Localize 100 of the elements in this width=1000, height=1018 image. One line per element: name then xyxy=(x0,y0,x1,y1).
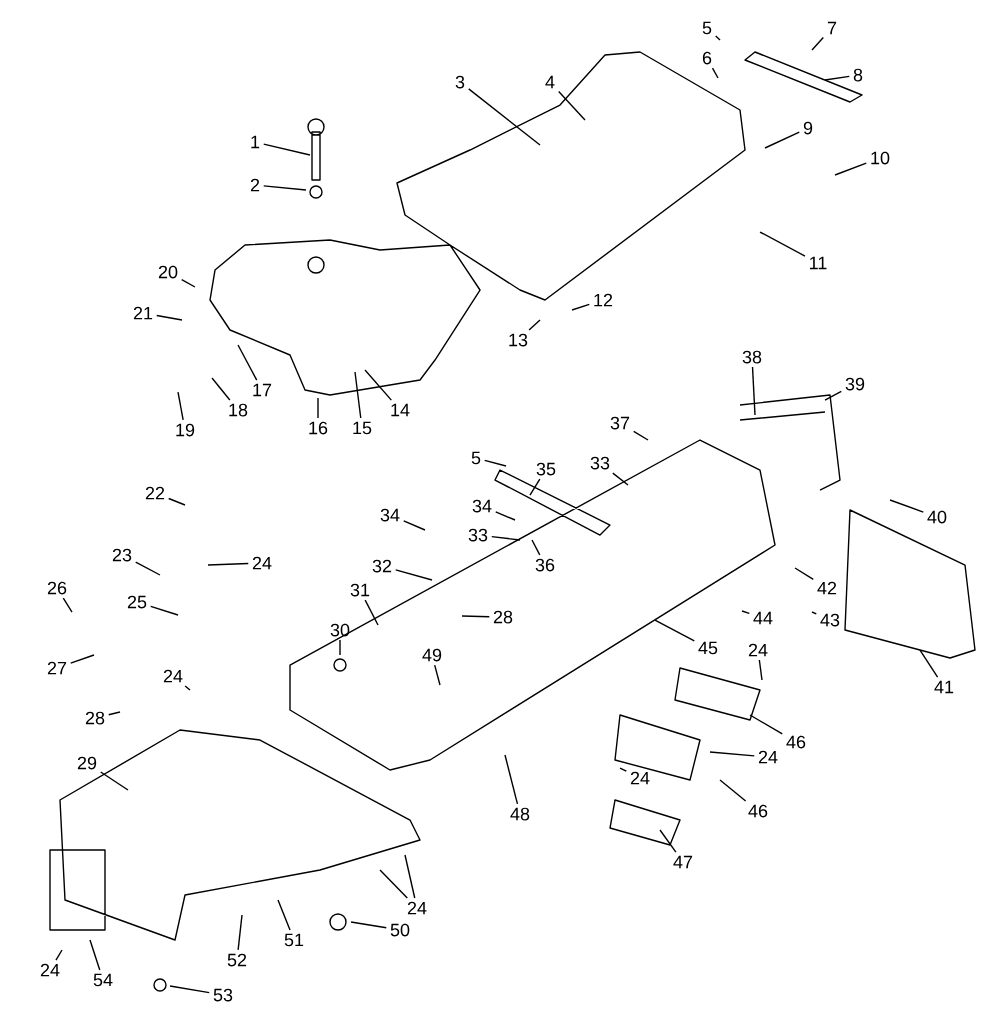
leader-line xyxy=(834,162,867,176)
callout-number: 5 xyxy=(702,21,712,35)
callout-number: 20 xyxy=(158,265,178,279)
callout-number: 38 xyxy=(742,350,762,364)
leader-line xyxy=(919,649,939,678)
callout-number: 43 xyxy=(820,613,840,627)
callout-number: 44 xyxy=(753,611,773,625)
leader-line xyxy=(751,366,756,416)
callout-number: 45 xyxy=(698,641,718,655)
leader-line xyxy=(211,377,231,401)
leader-line xyxy=(207,562,249,566)
callout-number: 34 xyxy=(380,508,400,522)
callout-number: 53 xyxy=(213,988,233,1002)
callout-number: 47 xyxy=(673,855,693,869)
leader-line xyxy=(558,90,586,121)
callout-number: 12 xyxy=(594,293,613,307)
leader-line xyxy=(70,654,95,664)
callout-number: 46 xyxy=(786,735,806,749)
callout-number: 54 xyxy=(93,973,113,987)
callout-number: 25 xyxy=(127,595,147,609)
callout-number: 33 xyxy=(468,528,488,542)
leader-line xyxy=(824,75,850,81)
callout-number: 23 xyxy=(112,548,132,562)
callout-number: 24 xyxy=(40,963,60,977)
callout-number: 1 xyxy=(251,135,260,149)
callout-number: 4 xyxy=(545,75,555,89)
callout-number: 5 xyxy=(471,451,481,465)
leader-line xyxy=(633,430,649,441)
leader-line xyxy=(709,751,755,757)
callout-number: 33 xyxy=(590,456,610,470)
leader-line xyxy=(741,610,750,615)
leader-line xyxy=(403,520,426,531)
leader-line xyxy=(177,391,184,421)
callout-number: 2 xyxy=(250,178,260,192)
callout-number: 19 xyxy=(176,423,195,437)
leader-line xyxy=(711,67,719,79)
callout-number: 24 xyxy=(163,669,183,683)
leader-line xyxy=(468,88,541,146)
leader-line xyxy=(794,567,814,581)
callout-number: 24 xyxy=(630,771,650,785)
leader-line xyxy=(168,497,186,506)
leader-line xyxy=(364,369,393,401)
leader-line xyxy=(571,303,590,311)
leader-line xyxy=(108,711,121,716)
callout-number: 49 xyxy=(422,648,442,662)
callout-number: 39 xyxy=(845,377,865,391)
callout-number: 6 xyxy=(702,51,712,65)
callout-number: 32 xyxy=(372,559,392,573)
callout-number: 18 xyxy=(229,403,248,417)
callout-number: 40 xyxy=(927,510,947,524)
callout-number: 22 xyxy=(145,486,165,500)
callout-number: 28 xyxy=(85,711,105,725)
leader-line xyxy=(169,985,210,994)
leader-line xyxy=(379,869,408,899)
leader-line xyxy=(811,611,817,615)
leader-line xyxy=(263,143,311,156)
callout-number: 24 xyxy=(748,643,768,657)
leader-line xyxy=(824,390,842,401)
leader-line xyxy=(263,185,307,191)
leader-line xyxy=(237,914,243,951)
callout-number: 35 xyxy=(536,462,556,476)
leader-line xyxy=(364,599,379,626)
callout-number: 52 xyxy=(227,953,247,967)
callout-number: 50 xyxy=(390,923,410,937)
callout-number: 21 xyxy=(133,306,153,320)
leader-line xyxy=(811,36,824,51)
callout-number: 41 xyxy=(934,680,954,694)
leader-line xyxy=(654,619,695,642)
leader-line xyxy=(659,829,677,853)
leader-line xyxy=(89,939,101,971)
leader-line xyxy=(395,569,433,581)
leader-line xyxy=(759,231,806,257)
callout-number: 9 xyxy=(803,121,813,135)
callout-number: 34 xyxy=(472,499,492,513)
callout-number: 24 xyxy=(407,901,427,915)
leader-line xyxy=(317,397,319,419)
callout-number: 17 xyxy=(253,383,272,397)
callout-number: 31 xyxy=(350,583,370,597)
callout-number: 8 xyxy=(853,68,863,82)
callout-number: 13 xyxy=(509,333,528,347)
leader-line xyxy=(491,535,521,541)
leader-line xyxy=(719,779,747,802)
leader-line xyxy=(531,539,541,556)
callout-number: 15 xyxy=(353,421,372,435)
leader-line xyxy=(135,561,161,576)
leader-line xyxy=(150,605,179,616)
callout-number: 28 xyxy=(493,610,513,624)
callout-number: 30 xyxy=(330,623,350,637)
callout-number: 42 xyxy=(817,581,837,595)
leader-line xyxy=(181,278,196,288)
leader-line xyxy=(461,615,490,618)
leader-line xyxy=(495,511,516,521)
callout-number: 3 xyxy=(455,75,465,89)
callout-number: 11 xyxy=(810,256,827,270)
leader-line xyxy=(434,664,441,686)
callout-number: 51 xyxy=(284,933,304,947)
callout-number: 27 xyxy=(47,661,67,675)
callout-number: 10 xyxy=(871,151,890,165)
callout-number: 16 xyxy=(309,421,328,435)
leader-line xyxy=(612,472,629,486)
